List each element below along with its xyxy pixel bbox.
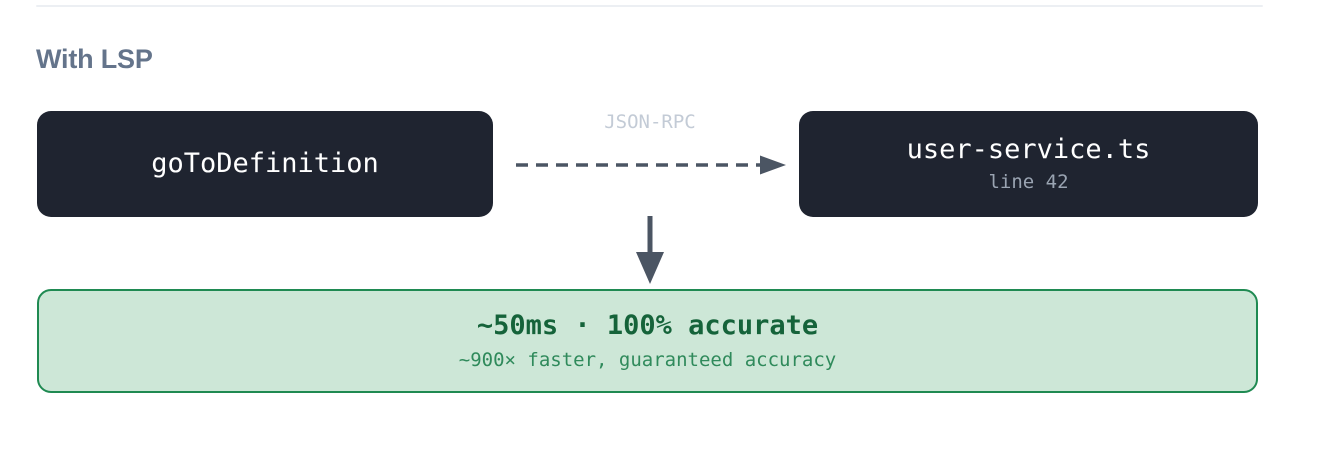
request-node-label: goToDefinition [151, 148, 379, 179]
dashed-arrow-right-icon [514, 154, 786, 176]
result-callout: ~50ms · 100% accurate ~900× faster, guar… [37, 289, 1258, 393]
request-node: goToDefinition [37, 111, 493, 217]
result-headline: ~50ms · 100% accurate [476, 310, 819, 341]
result-subtext: ~900× faster, guaranteed accuracy [458, 349, 837, 371]
page-title: With LSP [36, 44, 153, 74]
target-node: user-service.ts line 42 [799, 111, 1258, 217]
top-divider [36, 5, 1263, 7]
target-node-label: user-service.ts [906, 134, 1151, 165]
connector-label: JSON-RPC [604, 111, 696, 133]
arrow-down-icon [630, 216, 670, 286]
target-node-sublabel: line 42 [988, 171, 1069, 193]
